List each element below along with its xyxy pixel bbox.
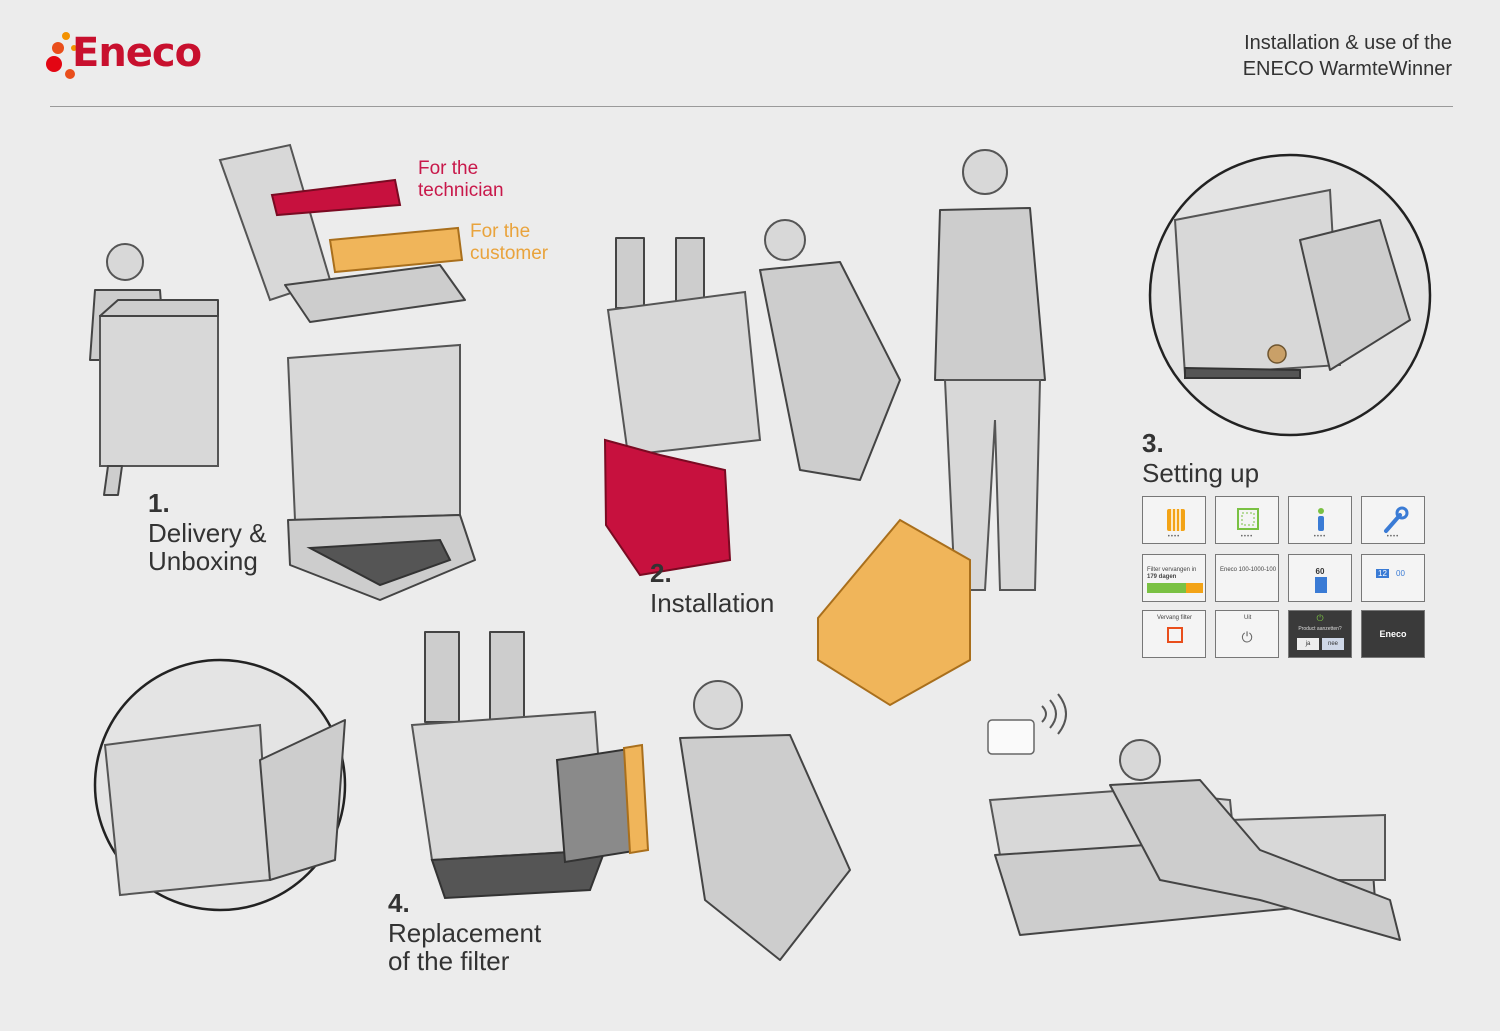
screen-settings: •••• — [1361, 496, 1425, 544]
screen-time: 12 00 — [1361, 554, 1425, 602]
screen-heating: •••• — [1142, 496, 1206, 544]
filter-progress-bar — [1147, 583, 1203, 593]
setup-zoom-sketch — [1148, 153, 1432, 437]
power-icon: ⏻ — [1241, 629, 1253, 645]
radiator-icon — [1167, 509, 1185, 531]
screen-ventilation: •••• — [1215, 496, 1279, 544]
eneco-logo — [44, 26, 214, 86]
screen-setpoint: 60 — [1288, 554, 1352, 602]
screen-filter-days: Filter vervangen in 179 dagen — [1142, 554, 1206, 602]
screen-replace-filter: Vervang filter — [1142, 610, 1206, 658]
customer-box — [328, 226, 464, 274]
unboxing-sketch — [218, 143, 476, 601]
wrench-icon — [1384, 506, 1409, 533]
power-on-icon: ⏻ — [1316, 613, 1324, 623]
technician-box-open — [603, 438, 732, 577]
delivery-person-sketch — [89, 243, 219, 496]
thermostat-screens-grid: •••• •••• •••• •••• Filter vervangen in … — [1142, 496, 1426, 662]
step-1-caption: 1. Delivery & Unboxing — [148, 488, 267, 576]
installation-sketch — [603, 149, 1046, 707]
screen-splash: Eneco — [1361, 610, 1425, 658]
confirm-yes-button[interactable]: ja — [1297, 638, 1319, 650]
page-title-line2: ENECO WarmteWinner — [1242, 58, 1452, 80]
filter-icon — [1167, 627, 1183, 643]
page-title-line1: Installation & use of the — [1244, 32, 1452, 54]
screen-power: Uit ⏻ — [1215, 610, 1279, 658]
logo-dots-icon — [46, 32, 77, 79]
wifi-icon — [1041, 705, 1047, 723]
info-icon — [1318, 508, 1324, 531]
screen-confirm: ⏻ Product aanzetten? ja nee — [1288, 610, 1352, 658]
thermostat-display — [987, 719, 1035, 755]
header-divider — [50, 106, 1453, 107]
sofa-relax-sketch — [987, 693, 1401, 941]
grid-icon — [1237, 508, 1259, 530]
customer-box-open — [817, 518, 971, 707]
screen-info: •••• — [1288, 496, 1352, 544]
screen-model: Eneco 100-1000-100 — [1215, 554, 1279, 602]
technician-box — [270, 178, 402, 217]
filter-replacement-sketch — [93, 631, 851, 961]
confirm-no-button[interactable]: nee — [1322, 638, 1344, 650]
customer-label: For the customer — [470, 221, 549, 264]
step-2-caption: 2. Installation — [650, 558, 775, 618]
technician-label: For the technician — [418, 158, 504, 201]
setpoint-bar — [1315, 577, 1327, 593]
brand-name: Eneco — [72, 30, 202, 76]
page-title: Installation & use of the ENECO WarmteWi… — [1122, 30, 1452, 82]
step-3-caption: 3. Setting up — [1142, 428, 1260, 488]
step-4-caption: 4. Replacement of the filter — [388, 888, 542, 976]
